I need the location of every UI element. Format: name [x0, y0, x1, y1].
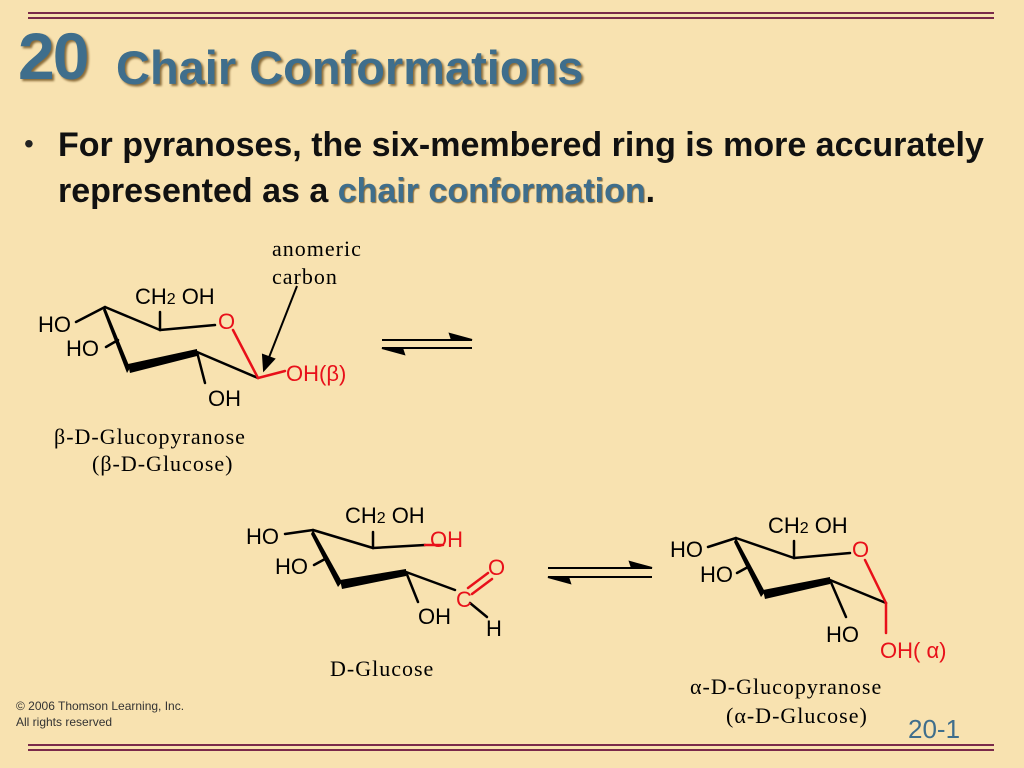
- equilibrium-arrows-bottom: [547, 560, 653, 585]
- alpha-ring-oxygen: O: [852, 537, 870, 562]
- bullet-text: For pyranoses, the six-membered ring is …: [58, 122, 988, 214]
- open-wedge-left: [311, 530, 342, 587]
- beta-wedge-left: [103, 307, 130, 373]
- bottom-rule-1: [28, 744, 994, 746]
- beta-name-1: β-D-Glucopyranose: [54, 424, 246, 449]
- open-carbonyl-oxygen: O: [488, 555, 506, 580]
- open-ho-1: HO: [246, 524, 279, 549]
- bullet-text-start: For pyranoses, the six-membered ring is …: [58, 126, 984, 210]
- beta-bold-bond: [128, 349, 197, 373]
- open-carbonyl-carbon: C: [456, 587, 472, 612]
- alpha-chair-bonds: [706, 536, 888, 619]
- open-bold-bond: [340, 569, 406, 589]
- open-oh-red: OH: [430, 527, 463, 552]
- beta-ch2oh-sub: 2: [166, 291, 176, 308]
- copyright-line-2: All rights reserved: [16, 715, 113, 729]
- open-chair-bonds: [283, 528, 489, 619]
- beta-name-2: (β-D-Glucose): [92, 451, 234, 476]
- alpha-bold-bond: [763, 577, 830, 599]
- alpha-name-1: α-D-Glucopyranose: [690, 674, 883, 699]
- bottom-rule-2: [28, 749, 994, 751]
- alpha-ch2oh-ch: CH: [768, 513, 800, 538]
- bullet-highlight: chair conformation: [337, 172, 646, 210]
- top-rule-2: [28, 17, 994, 19]
- anomeric-arrow: [261, 285, 298, 373]
- alpha-anomeric-oh: OH( α): [880, 638, 947, 663]
- alpha-ch2oh-sub: 2: [799, 520, 809, 537]
- alpha-red-bonds: [863, 558, 888, 635]
- alpha-ho-2: HO: [700, 562, 733, 587]
- alpha-ho-1: HO: [670, 537, 703, 562]
- equilibrium-arrows-top: [381, 332, 473, 356]
- beta-ch2oh-oh: OH: [181, 284, 215, 309]
- alpha-ch2oh-oh: OH: [814, 513, 848, 538]
- page-number: 20-1: [908, 714, 961, 744]
- beta-anomeric-oh: OH(β): [286, 361, 347, 386]
- open-ch2oh-oh: OH: [391, 503, 425, 528]
- open-red-bonds: [423, 543, 494, 596]
- alpha-name-2: (α-D-Glucose): [726, 703, 868, 728]
- open-ch2oh-sub: 2: [376, 510, 386, 527]
- beta-ho-1: HO: [38, 312, 71, 337]
- beta-ring-oxygen: O: [218, 309, 236, 334]
- bullet-text-end: .: [645, 172, 656, 210]
- alpha-ch2oh: CH2 OH: [768, 513, 848, 539]
- alpha-bottom-ho: HO: [826, 622, 859, 647]
- beta-bottom-oh: OH: [208, 386, 241, 411]
- beta-ch2oh-ch: CH: [135, 284, 167, 309]
- bullet-marker: •: [24, 128, 34, 159]
- open-name: D-Glucose: [330, 656, 435, 681]
- open-bottom-oh: OH: [418, 604, 451, 629]
- beta-ho-2: HO: [66, 336, 99, 361]
- beta-red-bonds: [231, 328, 287, 380]
- copyright-line-1: © 2006 Thomson Learning, Inc.: [16, 699, 185, 713]
- open-ch2oh-ch: CH: [345, 503, 377, 528]
- anomeric-label-line-2: carbon: [272, 264, 338, 289]
- copyright: © 2006 Thomson Learning, Inc. All rights …: [16, 698, 184, 730]
- open-ch2oh: CH2 OH: [345, 503, 425, 529]
- open-aldehyde-h: H: [486, 616, 502, 641]
- slide-title: Chair Conformations: [116, 41, 584, 94]
- chapter-number: 20: [18, 19, 89, 93]
- alpha-wedge-left: [734, 538, 765, 597]
- open-ho-2: HO: [275, 554, 308, 579]
- top-rule-1: [28, 12, 994, 14]
- anomeric-label-line-1: anomeric: [272, 236, 362, 261]
- beta-ch2oh: CH2 OH: [135, 284, 215, 310]
